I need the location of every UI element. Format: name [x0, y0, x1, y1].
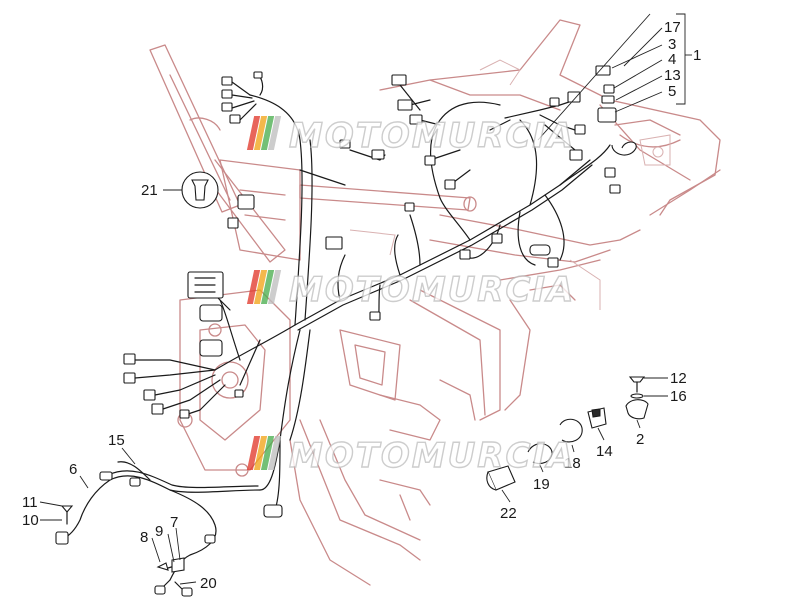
callout-19: 19: [533, 476, 550, 493]
callout-18: 18: [564, 455, 581, 472]
callout-14: 14: [596, 443, 613, 460]
callout-12: 12: [670, 370, 687, 387]
leader-lines: [39, 13, 692, 585]
connectors: [55, 65, 649, 597]
callout-3: 3: [668, 36, 676, 53]
watermark-stripe-gray: [267, 116, 282, 150]
callout-10: 10: [22, 512, 39, 529]
callout-11: 11: [22, 494, 38, 511]
callout-2: 2: [636, 431, 644, 448]
callout-21: 21: [141, 182, 158, 199]
callout-22: 22: [500, 505, 517, 522]
callout-7: 7: [170, 514, 178, 531]
callout-17: 17: [664, 19, 681, 36]
watermark-stripe-green: [260, 116, 275, 150]
callout-labels: 17 3 4 13 5 1 21 12 16 2 14 18 19 22 15 …: [22, 19, 701, 592]
callout-8: 8: [140, 529, 148, 546]
callout-4: 4: [668, 51, 676, 68]
watermark-text: MOTOMURCIA: [289, 270, 575, 310]
callout-15: 15: [108, 432, 125, 449]
main-wiring-harness: [61, 74, 611, 593]
watermark-text: MOTOMURCIA: [289, 436, 575, 476]
callout-20: 20: [200, 575, 217, 592]
watermark-stripe-orange: [253, 116, 268, 150]
callout-9: 9: [155, 523, 163, 540]
watermark-2: MOTOMURCIA: [246, 269, 575, 311]
callout-5: 5: [668, 83, 676, 100]
callout-1: 1: [693, 47, 701, 64]
watermark-stripe-red: [246, 116, 261, 150]
watermark-3: MOTOMURCIA: [246, 435, 575, 477]
callout-13: 13: [664, 67, 681, 84]
callout-16: 16: [670, 388, 687, 405]
watermark-1: MOTOMURCIA: [246, 115, 575, 157]
callout-6: 6: [69, 461, 77, 478]
watermark-text: MOTOMURCIA: [289, 116, 575, 156]
